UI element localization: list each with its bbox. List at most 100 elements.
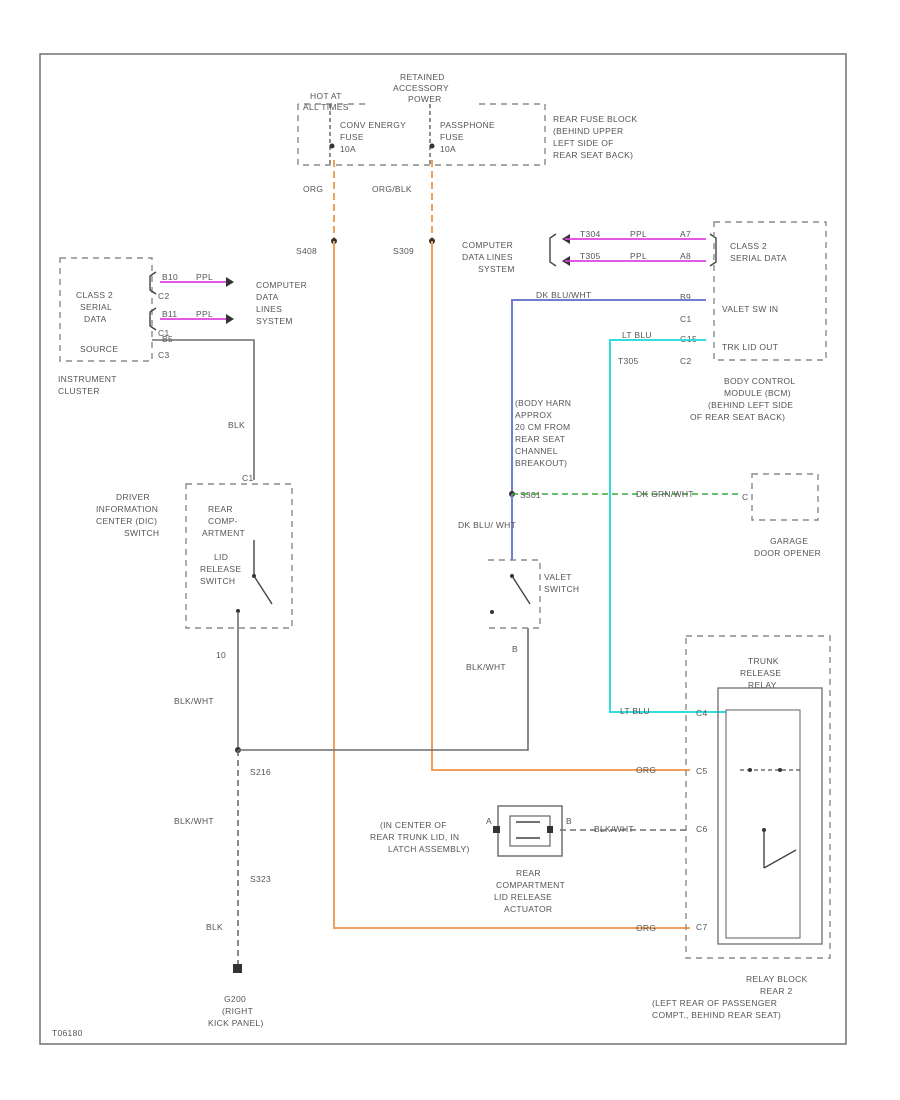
svg-text:BLK/WHT: BLK/WHT	[466, 662, 506, 672]
dk-blu-wht-wire: DK BLU/WHT (BODY HARN APPROX 20 CM FROM …	[458, 290, 706, 560]
svg-text:SWITCH: SWITCH	[200, 576, 235, 586]
svg-text:PPL: PPL	[196, 272, 213, 282]
svg-text:APPROX: APPROX	[515, 410, 552, 420]
svg-text:G200: G200	[224, 994, 246, 1004]
instrument-cluster: CLASS 2 SERIAL DATA SOURCE C2 C1 C3 B10 …	[58, 257, 307, 396]
svg-text:CLASS 2: CLASS 2	[730, 241, 767, 251]
svg-text:CHANNEL: CHANNEL	[515, 446, 558, 456]
svg-text:COMP-: COMP-	[208, 516, 238, 526]
svg-text:DRIVER: DRIVER	[116, 492, 150, 502]
svg-text:RELAY: RELAY	[748, 680, 777, 690]
svg-text:LT BLU: LT BLU	[620, 706, 650, 716]
svg-text:REAR TRUNK LID, IN: REAR TRUNK LID, IN	[370, 832, 459, 842]
svg-text:(BEHIND UPPER: (BEHIND UPPER	[553, 126, 624, 136]
svg-text:B: B	[566, 816, 572, 826]
svg-text:DOOR OPENER: DOOR OPENER	[754, 548, 821, 558]
svg-text:S408: S408	[296, 246, 317, 256]
svg-text:(LEFT REAR OF PASSENGER: (LEFT REAR OF PASSENGER	[652, 998, 777, 1008]
svg-text:FUSE: FUSE	[340, 132, 364, 142]
svg-text:BODY CONTROL: BODY CONTROL	[724, 376, 795, 386]
svg-text:RETAINED: RETAINED	[400, 72, 445, 82]
svg-text:C4: C4	[696, 708, 707, 718]
svg-text:TRUNK: TRUNK	[748, 656, 779, 666]
svg-text:VALET: VALET	[544, 572, 572, 582]
svg-text:BLK: BLK	[228, 420, 245, 430]
svg-text:10: 10	[216, 650, 226, 660]
garage-door-opener: C GARAGE DOOR OPENER	[742, 473, 821, 558]
svg-text:COMPT., BEHIND REAR SEAT): COMPT., BEHIND REAR SEAT)	[652, 1010, 781, 1020]
svg-text:B11: B11	[162, 309, 177, 319]
org-wire-left: ORG S408	[296, 160, 690, 929]
svg-text:PPL: PPL	[196, 309, 213, 319]
svg-text:DK GRN/WHT: DK GRN/WHT	[636, 489, 694, 499]
svg-text:BLK: BLK	[206, 922, 223, 932]
svg-text:REAR FUSE BLOCK: REAR FUSE BLOCK	[553, 114, 637, 124]
svg-text:SWITCH: SWITCH	[124, 528, 159, 538]
svg-text:LEFT SIDE OF: LEFT SIDE OF	[553, 138, 614, 148]
svg-text:10A: 10A	[440, 144, 456, 154]
svg-text:C6: C6	[696, 824, 707, 834]
svg-text:SERIAL: SERIAL	[80, 302, 112, 312]
svg-text:REAR 2: REAR 2	[760, 986, 793, 996]
svg-text:(BEHIND LEFT SIDE: (BEHIND LEFT SIDE	[708, 400, 793, 410]
svg-text:OF REAR SEAT BACK): OF REAR SEAT BACK)	[690, 412, 785, 422]
svg-text:DATA LINES: DATA LINES	[462, 252, 513, 262]
svg-text:(RIGHT: (RIGHT	[222, 1006, 253, 1016]
svg-text:C5: C5	[696, 766, 707, 776]
ground-g200: G200 (RIGHT KICK PANEL)	[208, 964, 263, 1028]
svg-text:GARAGE: GARAGE	[770, 536, 808, 546]
svg-text:S216: S216	[250, 767, 271, 777]
svg-text:SYSTEM: SYSTEM	[478, 264, 515, 274]
svg-text:B5: B5	[162, 334, 173, 344]
svg-text:A8: A8	[680, 251, 691, 261]
svg-text:LT BLU: LT BLU	[622, 330, 652, 340]
diagram-frame	[39, 53, 847, 1045]
svg-text:SWITCH: SWITCH	[544, 584, 579, 594]
svg-text:DK BLU/ WHT: DK BLU/ WHT	[458, 520, 516, 530]
svg-text:BLK/WHT: BLK/WHT	[594, 824, 634, 834]
svg-text:B: B	[512, 644, 518, 654]
svg-text:C2: C2	[158, 291, 169, 301]
dic-switch: C1 DRIVER INFORMATION CENTER (DIC) SWITC…	[96, 473, 293, 660]
svg-text:BLK/WHT: BLK/WHT	[174, 816, 214, 826]
svg-text:C1: C1	[680, 314, 691, 324]
svg-text:CLUSTER: CLUSTER	[58, 386, 100, 396]
svg-text:A7: A7	[680, 229, 691, 239]
svg-text:T304: T304	[580, 229, 601, 239]
svg-text:LINES: LINES	[256, 304, 282, 314]
svg-text:TRK LID OUT: TRK LID OUT	[722, 342, 778, 352]
svg-text:REAR SEAT BACK): REAR SEAT BACK)	[553, 150, 633, 160]
fuse-block: HOT AT ALL TIMES RETAINED ACCESSORY POWE…	[297, 72, 637, 166]
svg-text:A: A	[486, 816, 492, 826]
svg-text:CENTER (DIC): CENTER (DIC)	[96, 516, 157, 526]
svg-text:RELAY BLOCK: RELAY BLOCK	[746, 974, 808, 984]
svg-text:REAR SEAT: REAR SEAT	[515, 434, 565, 444]
blk-wht-ground-wire: BLK/WHT S216 BLK/WHT S323 BLK	[174, 612, 529, 968]
svg-text:(BODY HARN: (BODY HARN	[515, 398, 571, 408]
svg-text:DATA: DATA	[256, 292, 279, 302]
org-relay-label: ORG	[636, 765, 656, 775]
svg-text:S301: S301	[520, 490, 541, 500]
svg-text:SYSTEM: SYSTEM	[256, 316, 293, 326]
dk-grn-wht-wire: DK GRN/WHT	[512, 489, 740, 499]
svg-text:RELEASE: RELEASE	[740, 668, 781, 678]
svg-text:ALL TIMES: ALL TIMES	[303, 102, 349, 112]
lt-blu-wire: LT BLU LT BLU	[609, 330, 726, 716]
svg-text:B9: B9	[680, 292, 691, 302]
svg-text:T305: T305	[580, 251, 601, 261]
trunk-release-relay: TRUNK RELEASE RELAY C4 C5 C6 C7 RELAY BL…	[652, 635, 831, 1020]
svg-text:C1: C1	[158, 328, 169, 338]
svg-text:SERIAL DATA: SERIAL DATA	[730, 253, 787, 263]
svg-text:ORG/BLK: ORG/BLK	[372, 184, 412, 194]
svg-text:BREAKOUT): BREAKOUT)	[515, 458, 567, 468]
org-wire-right: ORG/BLK S309	[372, 160, 690, 771]
svg-text:LID RELEASE: LID RELEASE	[494, 892, 552, 902]
valet-switch: VALET SWITCH B BLK/WHT	[466, 559, 579, 672]
lid-release-actuator: A B BLK/WHT (IN CENTER OF REAR TRUNK LID…	[370, 805, 690, 914]
svg-text:PASSPHONE: PASSPHONE	[440, 120, 495, 130]
svg-text:BLK/WHT: BLK/WHT	[174, 696, 214, 706]
svg-text:COMPUTER: COMPUTER	[462, 240, 513, 250]
svg-text:DATA: DATA	[84, 314, 107, 324]
svg-text:COMPARTMENT: COMPARTMENT	[496, 880, 565, 890]
